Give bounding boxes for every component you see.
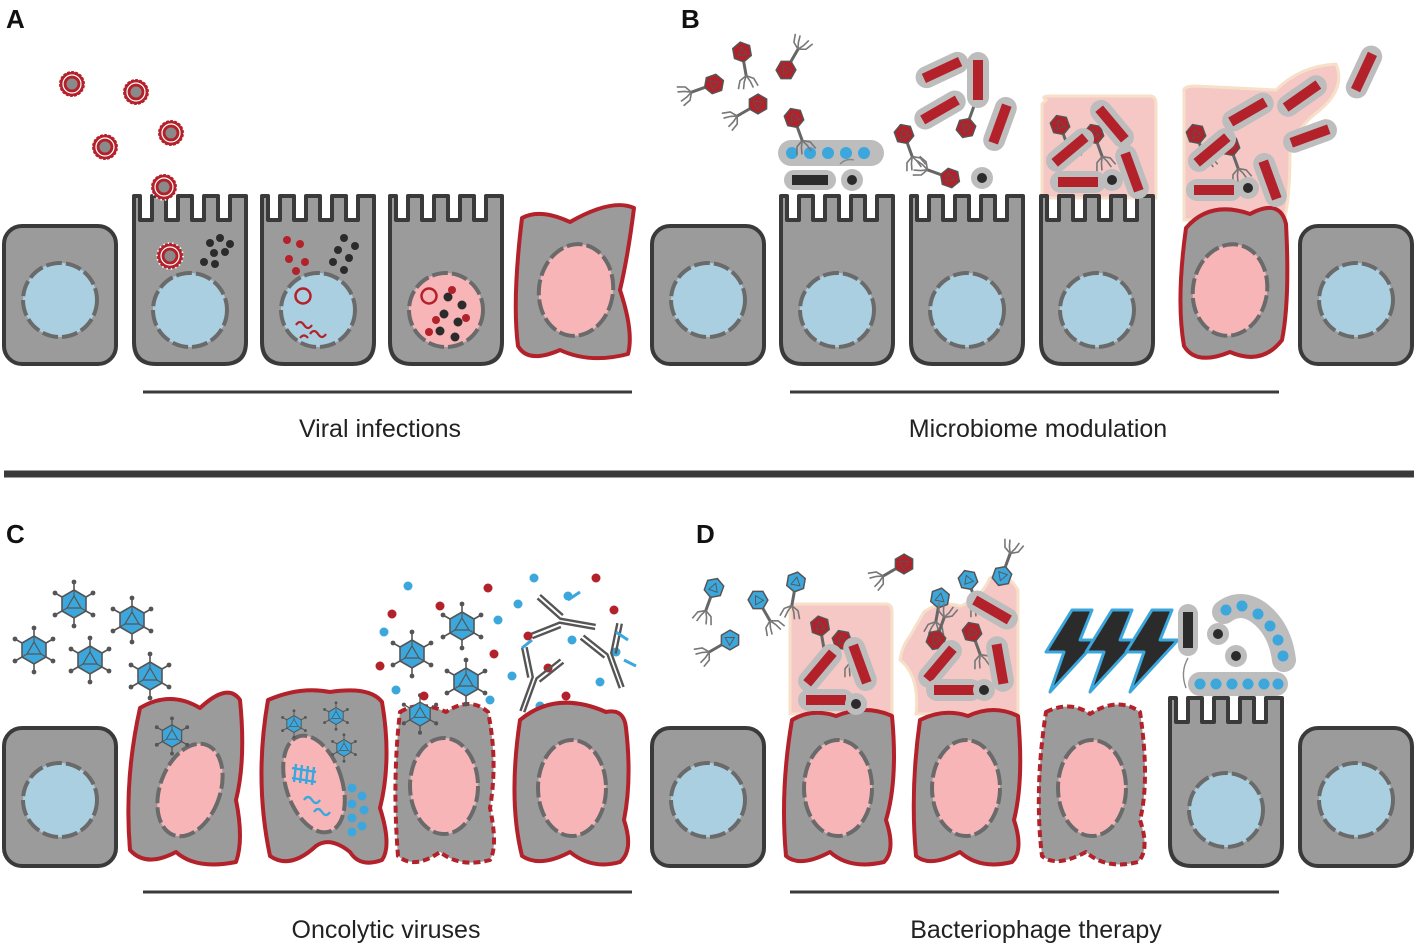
cancer-cell: [513, 203, 636, 361]
cancer-cell-replicating: [259, 688, 389, 865]
healthy-cell: [779, 194, 895, 366]
caption-bacteriophage-therapy: Bacteriophage therapy: [910, 916, 1162, 944]
immune-signals: [375, 573, 621, 711]
cancer-cell: [1178, 205, 1290, 360]
cancer-cell-lysing: [1036, 702, 1147, 867]
panel-letter-a: A: [6, 4, 25, 34]
healthy-cell: [1298, 726, 1414, 868]
healthy-cell: [909, 194, 1025, 366]
pathogenic-bacteria: [793, 586, 1022, 715]
healthy-cell: [650, 726, 766, 868]
caption-oncolytic-viruses: Oncolytic viruses: [292, 916, 481, 944]
panel-b: B: [650, 4, 1414, 443]
healthy-cell: [1039, 194, 1155, 366]
antibodies: [500, 590, 644, 721]
caption-microbiome-modulation: Microbiome modulation: [909, 415, 1167, 443]
commensal-bacteria: [1178, 594, 1296, 696]
caption-viral-infections: Viral infections: [299, 415, 461, 443]
oncolytic-virus-particles: [11, 578, 173, 702]
infected-cell-replication: [260, 194, 376, 366]
healthy-cell: [1168, 696, 1284, 868]
lightning-icon: [1044, 608, 1180, 694]
healthy-cell: [1298, 224, 1414, 366]
cancer-cell-infected: [126, 690, 245, 867]
pathogenic-bacteria: [910, 41, 1386, 211]
infected-cell-transforming: [388, 194, 504, 366]
panel-letter-b: B: [681, 4, 700, 34]
red-virus-particles: [58, 70, 185, 201]
cancer-cell: [512, 700, 631, 867]
cancer-cell: [782, 708, 896, 867]
panel-letter-c: C: [6, 519, 25, 549]
panel-letter-d: D: [696, 519, 715, 549]
panel-c: C: [2, 519, 644, 944]
healthy-cell: [2, 726, 118, 868]
panel-d: D: [650, 519, 1414, 944]
released-virions: [389, 600, 489, 708]
cancer-cell-lysing: [393, 692, 496, 865]
healthy-cell: [2, 224, 118, 366]
panel-a: A: [2, 4, 636, 443]
cancer-cell: [911, 708, 1023, 867]
infected-cell-entry: [132, 194, 248, 366]
healthy-cell: [650, 224, 766, 366]
commensal-bacteria: [778, 140, 884, 191]
